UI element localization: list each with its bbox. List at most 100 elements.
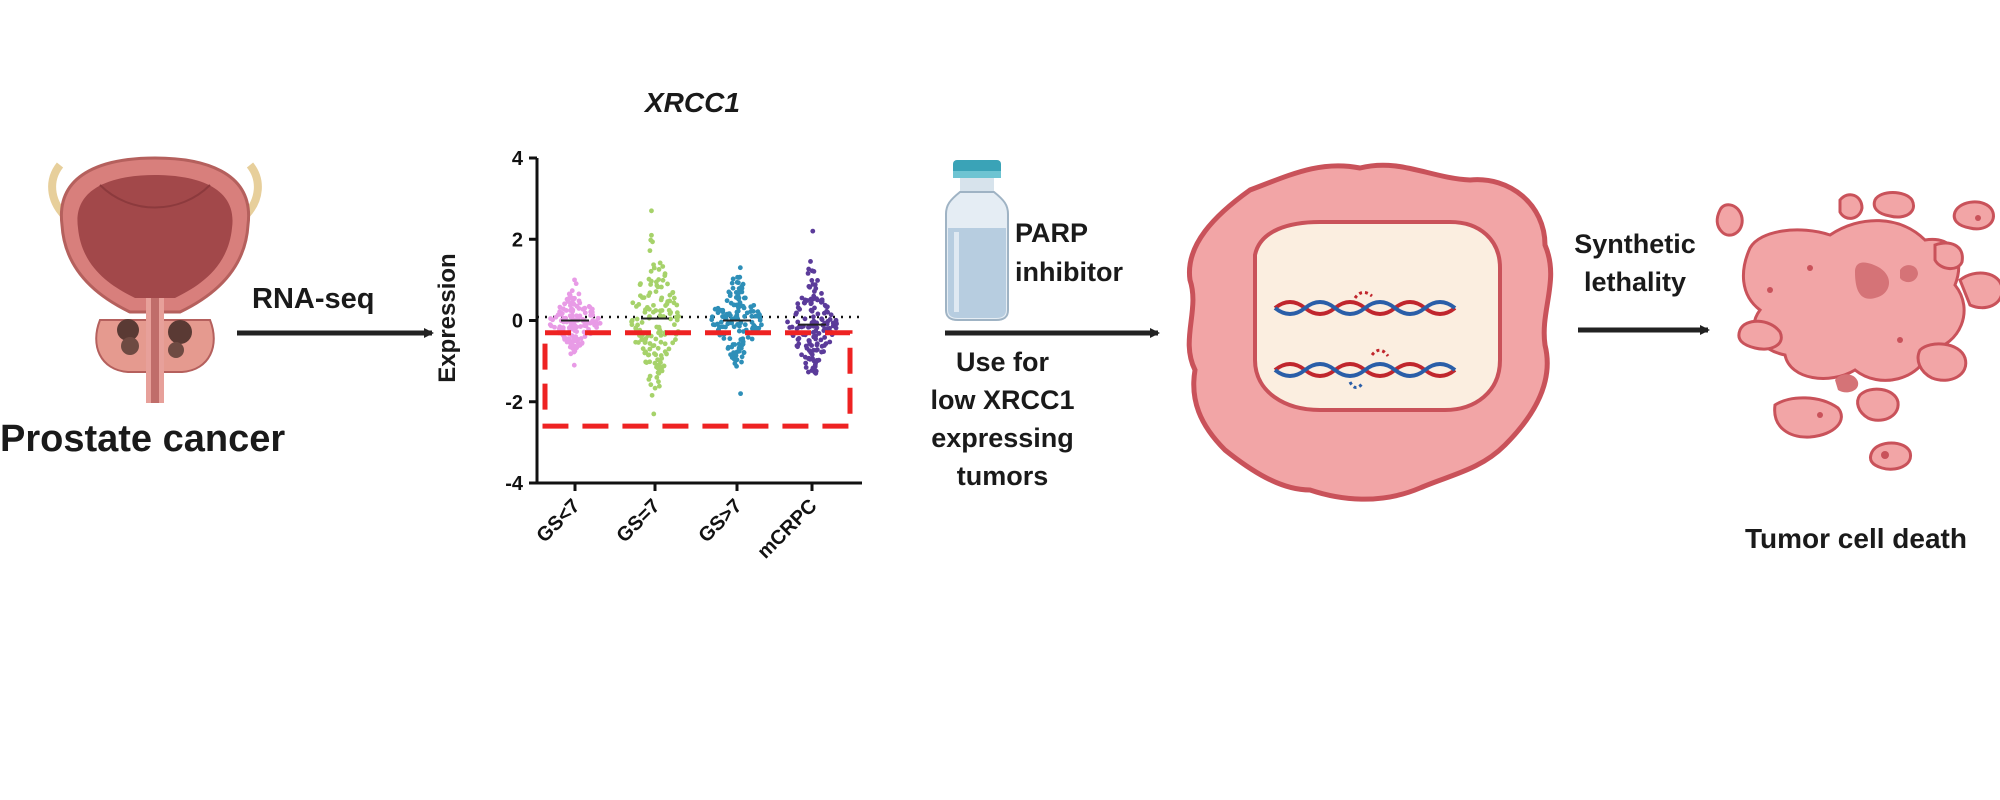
data-point (665, 299, 671, 304)
data-point (583, 323, 589, 329)
data-point (647, 346, 653, 352)
data-point (759, 322, 764, 328)
data-point (671, 300, 677, 306)
x-tick-label: GS>7 (694, 495, 746, 547)
chart-title: XRCC1 (645, 87, 740, 118)
synthetic-lethality-label: Synthetic lethality (1560, 225, 1710, 301)
data-point (670, 340, 676, 346)
data-point (550, 317, 555, 323)
data-point (557, 324, 563, 330)
data-point (802, 354, 808, 360)
data-point (574, 303, 580, 309)
data-point (724, 313, 730, 318)
data-point (822, 302, 828, 308)
data-point (661, 363, 667, 369)
data-point (806, 369, 811, 375)
tumor-cell (1186, 162, 1554, 502)
data-point (571, 349, 577, 355)
data-point (586, 304, 592, 309)
data-point (813, 336, 819, 342)
data-point (734, 309, 740, 315)
data-point (659, 284, 664, 290)
data-point (741, 305, 747, 311)
data-point (750, 308, 756, 314)
data-point (660, 264, 666, 269)
data-point (734, 315, 740, 321)
data-point (740, 281, 746, 287)
data-point (665, 281, 670, 287)
data-point (633, 325, 639, 331)
data-point (814, 358, 820, 364)
data-point (588, 320, 593, 326)
data-point (662, 271, 668, 277)
data-point (799, 352, 804, 358)
data-point (815, 311, 821, 317)
data-point (810, 296, 816, 302)
data-point (559, 310, 565, 316)
x-tick-label: GS=7 (612, 495, 664, 547)
data-point (563, 308, 569, 313)
data-point (658, 333, 664, 338)
data-point (822, 335, 828, 340)
data-point (733, 302, 739, 308)
data-point (653, 308, 659, 313)
data-point (815, 278, 820, 283)
parp-label-line2: inhibitor (1015, 257, 1123, 287)
data-point (795, 319, 801, 325)
data-point (811, 347, 817, 353)
data-point (662, 349, 668, 355)
data-point (656, 379, 661, 385)
data-point (629, 318, 635, 323)
data-point (729, 280, 735, 286)
data-point (562, 335, 567, 340)
data-point (565, 299, 571, 304)
data-point (785, 319, 790, 325)
data-point (671, 295, 677, 301)
data-point (642, 309, 648, 315)
data-point (656, 383, 662, 389)
data-point (641, 295, 647, 300)
data-point (666, 346, 672, 352)
data-point (729, 320, 735, 326)
data-point (717, 324, 723, 330)
data-point (718, 319, 724, 325)
data-point (737, 323, 742, 329)
data-point (749, 313, 755, 319)
y-axis-label: Expression (434, 253, 461, 383)
data-point (656, 267, 662, 272)
data-point (654, 375, 660, 380)
data-point (744, 310, 750, 316)
data-point (658, 339, 664, 345)
data-point (740, 341, 746, 347)
data-point (730, 276, 736, 282)
data-point (634, 304, 639, 309)
data-point (810, 314, 816, 320)
data-point (647, 248, 653, 254)
data-point (666, 307, 672, 313)
data-point (649, 232, 654, 238)
data-point (578, 324, 583, 329)
data-point (802, 316, 808, 322)
prostate-cancer-label: Prostate cancer (0, 418, 286, 460)
data-point (646, 352, 652, 358)
data-point (819, 343, 825, 349)
data-point (579, 340, 585, 346)
data-point (723, 324, 728, 330)
data-point (825, 309, 831, 315)
data-point (734, 363, 739, 369)
data-point (655, 357, 661, 363)
data-point (748, 304, 754, 310)
parp-vial-illustration (945, 160, 1009, 321)
data-point (651, 262, 656, 268)
data-point (655, 370, 661, 376)
data-point (548, 323, 554, 329)
data-point (639, 320, 645, 325)
data-point (657, 260, 663, 266)
data-point (731, 356, 737, 362)
y-tick-label: 2 (512, 229, 523, 251)
x-tick-label: GS<7 (532, 495, 584, 547)
synth-line-2: lethality (1583, 267, 1687, 297)
data-point (652, 360, 658, 366)
data-point (741, 329, 746, 334)
